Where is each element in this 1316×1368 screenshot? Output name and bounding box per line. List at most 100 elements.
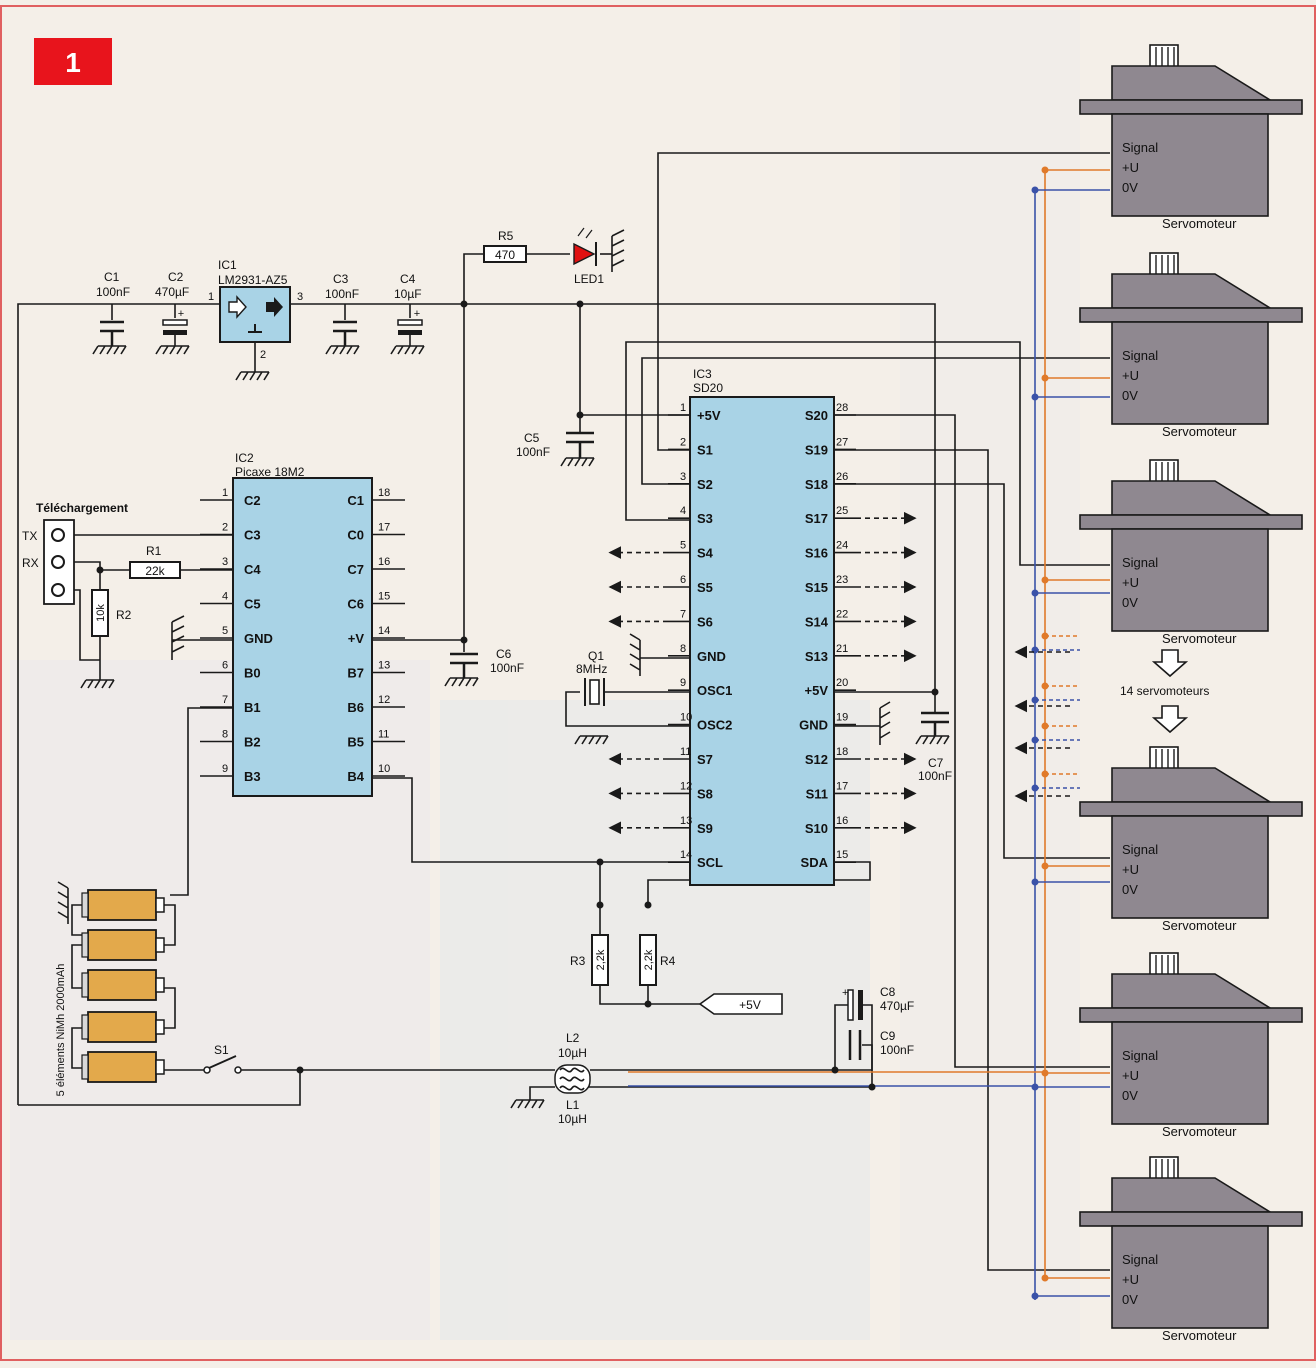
c2-value: 470µF xyxy=(155,285,189,299)
r2-name: R2 xyxy=(116,608,132,622)
ic3-pin-num: 26 xyxy=(836,471,848,483)
c1-name: C1 xyxy=(104,270,120,284)
ic3-pin-num: 20 xyxy=(836,677,848,689)
ic3-pin-num: 3 xyxy=(680,471,686,483)
ic3-pin-label: S5 xyxy=(697,580,713,595)
ic2-pin-num: 11 xyxy=(378,729,389,741)
ground-symbols xyxy=(57,615,891,1109)
ic3-pin-label: S2 xyxy=(697,477,713,492)
frame-border xyxy=(0,5,1316,1361)
ic2-pin-num: 4 xyxy=(222,591,228,603)
ic3-pin-label: SCL xyxy=(697,855,723,870)
capacitor-c4: + C4 10µF xyxy=(390,272,425,355)
ic3-pin-label: S10 xyxy=(805,821,828,836)
ic3-pin-label: S15 xyxy=(805,580,828,595)
ic3-pin-num: 14 xyxy=(680,849,692,861)
ic3-pin-num: 9 xyxy=(680,677,686,689)
ic2-pin-label: C6 xyxy=(347,597,364,612)
capacitor-c6: C6 100nF xyxy=(444,647,524,687)
resistor-r3: 2,2k R3 xyxy=(570,934,609,986)
ic2-pin-label: C0 xyxy=(347,528,364,543)
ic2-pin-label: C3 xyxy=(244,528,261,543)
led1: LED1 xyxy=(573,227,625,286)
ic2-part: Picaxe 18M2 xyxy=(235,465,305,479)
ic2-pin-num: 12 xyxy=(378,694,390,706)
ic2-pin-label: B7 xyxy=(347,666,364,681)
ic2-pin-num: 1 xyxy=(222,487,228,499)
ic3-pin-num: 10 xyxy=(680,712,692,724)
servo-plus-label: +U xyxy=(1122,575,1139,590)
ic3-pin-num: 19 xyxy=(836,712,848,724)
ic3-pin-label: S9 xyxy=(697,821,713,836)
ic3-pin-num: 22 xyxy=(836,608,848,620)
c6-name: C6 xyxy=(496,647,512,661)
ic2-pin-num: 2 xyxy=(222,522,228,534)
c5-value: 100nF xyxy=(516,445,550,459)
ic3-pin-label: +5V xyxy=(805,683,829,698)
ic3-pin-label: GND xyxy=(697,649,726,664)
ic3-pin-label: S7 xyxy=(697,752,713,767)
ic3-pin-num: 28 xyxy=(836,402,848,414)
l1-name: L1 xyxy=(566,1098,580,1112)
ic3-pin-label: S1 xyxy=(697,442,713,457)
ic3-pin-label: S3 xyxy=(697,511,713,526)
ic3-pin-num: 21 xyxy=(836,643,848,655)
ic2-pin-num: 14 xyxy=(378,625,390,637)
servo-title: Servomoteur xyxy=(1162,216,1237,231)
r3-value: 2,2k xyxy=(595,949,607,970)
servo-ov-label: 0V xyxy=(1122,180,1138,195)
servo-ov-label: 0V xyxy=(1122,1088,1138,1103)
servo-title: Servomoteur xyxy=(1162,1124,1237,1139)
servo-plus-label: +U xyxy=(1122,160,1139,175)
servo-title: Servomoteur xyxy=(1162,631,1237,646)
servo-signal-label: Signal xyxy=(1122,348,1158,363)
ic2-pin-label: B3 xyxy=(244,769,261,784)
capacitor-c2: + C2 470µF xyxy=(155,270,190,355)
c1-value: 100nF xyxy=(96,285,130,299)
battery-cell xyxy=(81,889,165,921)
capacitor-c5: C5 100nF xyxy=(516,431,595,467)
ic3-pin-label: S8 xyxy=(697,786,713,801)
battery-cell xyxy=(81,1051,165,1083)
resistor-r4: 2,2k R4 xyxy=(639,934,676,986)
download-connector: Téléchargement TX RX xyxy=(22,501,128,605)
ic2-pin-label: C2 xyxy=(244,493,261,508)
servo-title: Servomoteur xyxy=(1162,424,1237,439)
ic2-pin-label: B5 xyxy=(347,735,364,750)
r3-name: R3 xyxy=(570,954,586,968)
ic2-pin-label: +V xyxy=(348,631,365,646)
c7-value: 100nF xyxy=(918,769,952,783)
figure-number: 1 xyxy=(65,47,81,78)
q1-value: 8MHz xyxy=(576,662,607,676)
ic2-pin-num: 8 xyxy=(222,729,228,741)
ic1-name: IC1 xyxy=(218,258,237,272)
capacitor-c7: C7 100nF xyxy=(915,711,952,783)
battery-cell xyxy=(81,969,165,1001)
r1-name: R1 xyxy=(146,544,162,558)
resistor-r1: 22k R1 xyxy=(129,544,181,579)
battery-cell xyxy=(81,929,165,961)
l2-value: 10µH xyxy=(558,1046,587,1060)
ic3-pin-num: 6 xyxy=(680,574,686,586)
servo-ov-label: 0V xyxy=(1122,1292,1138,1307)
crystal-q1: Q1 8MHz xyxy=(576,649,607,706)
ic3-pin-num: 5 xyxy=(680,540,686,552)
r4-name: R4 xyxy=(660,954,676,968)
servo-title: Servomoteur xyxy=(1162,1328,1237,1343)
servo-input-arrows xyxy=(1014,645,1070,803)
ic3-pin-num: 24 xyxy=(836,540,848,552)
ic3-pin-num: 1 xyxy=(680,402,686,414)
c4-name: C4 xyxy=(400,272,416,286)
c8-value: 470µF xyxy=(880,999,914,1013)
capacitor-c1: C1 100nF xyxy=(92,270,130,355)
servo-plus-label: +U xyxy=(1122,368,1139,383)
ic2-pin-label: C4 xyxy=(244,562,261,577)
ic2-pin-num: 6 xyxy=(222,660,228,672)
battery-pack: 5 éléments NiMh 2000mAh xyxy=(55,889,176,1096)
download-rx: RX xyxy=(22,556,39,570)
